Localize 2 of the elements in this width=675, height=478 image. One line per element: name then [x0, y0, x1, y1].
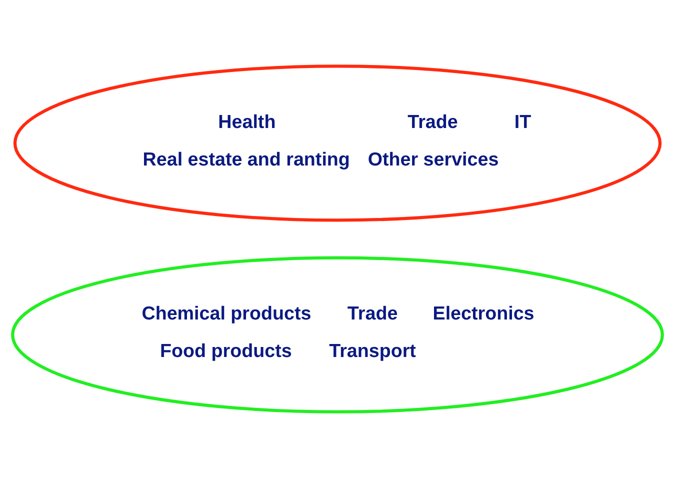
node-ellipse: Chemical products Trade Electronics Food products Transport	[11, 256, 664, 414]
node-ellipse: Health Trade IT Real estate and ranting Other services	[13, 64, 662, 222]
